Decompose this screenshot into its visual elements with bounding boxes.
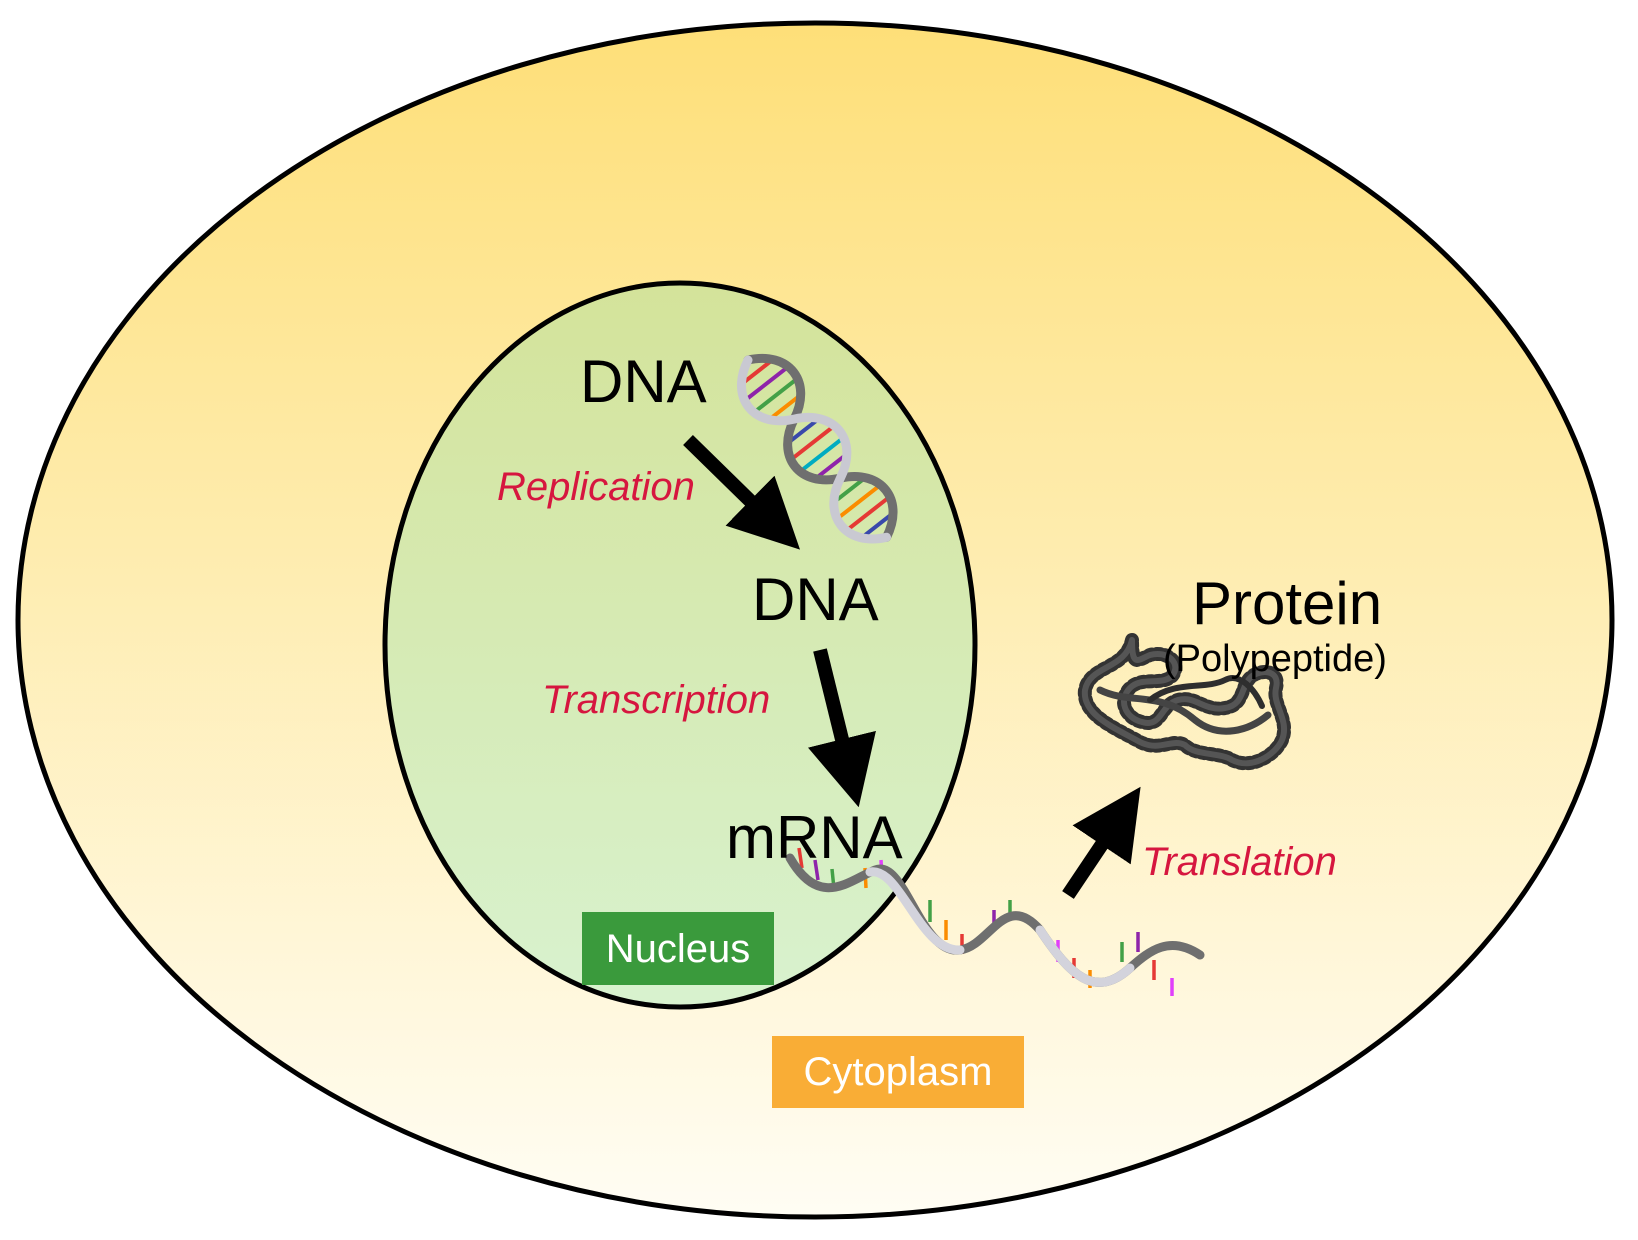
dna-double-helix-icon — [736, 354, 898, 544]
polypeptide-label: (Polypeptide) — [1163, 638, 1387, 680]
dna-label-top: DNA — [580, 348, 707, 415]
transcription-label: Transcription — [542, 678, 771, 722]
cytoplasm-tag: Cytoplasm — [772, 1036, 1024, 1108]
nucleus-envelope — [382, 280, 978, 1010]
nucleus-tag: Nucleus — [582, 912, 774, 985]
replication-label: Replication — [497, 465, 695, 509]
protein-label: Protein — [1192, 570, 1383, 637]
protein-polypeptide-icon — [1077, 633, 1291, 771]
mrna-strand-icon — [785, 847, 1205, 996]
dna-label-middle: DNA — [752, 566, 879, 633]
translation-label: Translation — [1142, 840, 1337, 884]
translation-arrow — [1062, 786, 1141, 899]
transcription-arrow — [807, 648, 876, 808]
replication-arrow — [683, 434, 801, 550]
mrna-label: mRNA — [726, 804, 903, 871]
